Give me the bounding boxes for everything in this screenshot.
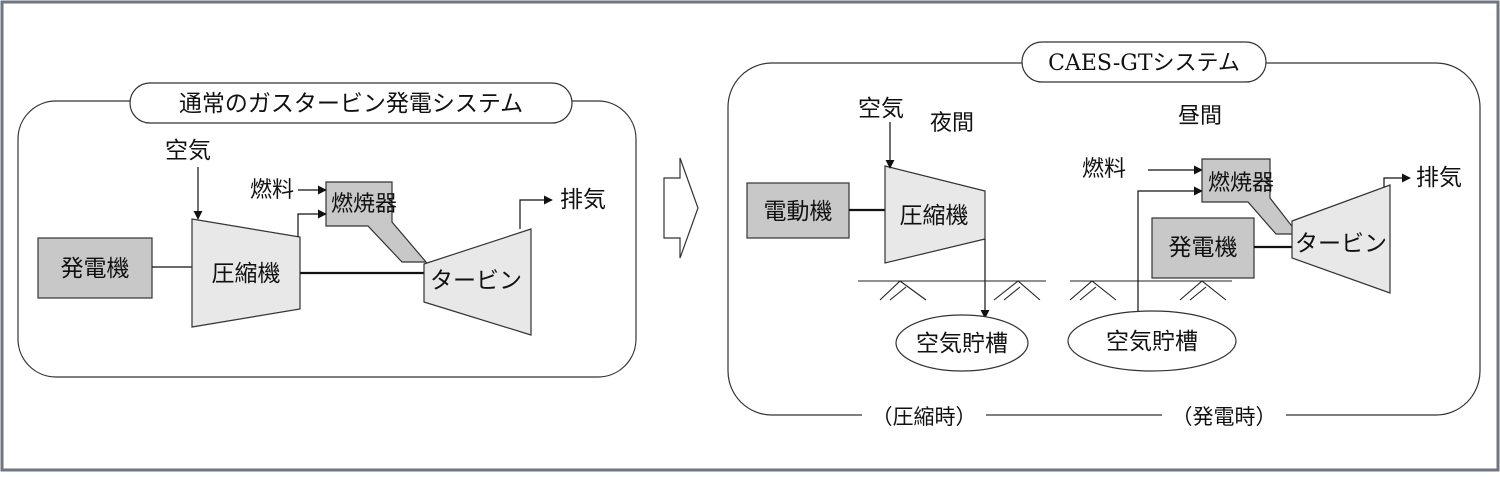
air-label: 空気 <box>165 138 211 164</box>
caes-generator-box <box>1151 217 1255 279</box>
combustor-shape <box>325 181 428 263</box>
mode-compress-bg <box>862 400 986 430</box>
turbine-label: タービン <box>430 268 522 294</box>
ground-hatch-2b <box>1003 286 1021 301</box>
caes-exhaust-arrow <box>1383 173 1411 187</box>
ground-hatch-1b <box>889 286 907 301</box>
storage-right-label: 空気貯槽 <box>1106 329 1198 355</box>
conventional-title-box <box>129 82 573 124</box>
mode-generate-label: （発電時） <box>1172 405 1277 429</box>
caes-combustor-label: 燃焼器 <box>1208 171 1274 196</box>
storage-left-tank <box>895 314 1029 372</box>
conventional-title: 通常のガスタービン発電システム <box>179 91 523 117</box>
fuel-label: 燃料 <box>250 178 294 203</box>
ground-hatch-3 <box>1069 280 1117 301</box>
caes-title: CAES-GTシステム <box>1048 51 1240 76</box>
caes-fuel-label: 燃料 <box>1082 157 1126 182</box>
caes-air-label: 空気 <box>858 96 904 122</box>
motor-box <box>746 182 850 239</box>
day-label: 昼間 <box>1178 104 1222 129</box>
mode-compress-label: （圧縮時） <box>872 405 977 429</box>
caes-turbine-shape <box>1291 184 1391 294</box>
conventional-system: 通常のガスタービン発電システム 発電機 圧縮機 タービン 燃焼器 空気 燃料 排… <box>17 82 637 378</box>
caes-system: CAES-GTシステム （圧縮時） （発電時） 夜間 昼間 電動機 圧縮機 空気… <box>727 41 1481 430</box>
caes-combustor-shape <box>1201 158 1300 235</box>
caes-exhaust-label: 排気 <box>1416 165 1462 191</box>
caes-turbine-label: タービン <box>1295 231 1387 257</box>
caes-generator-label: 発電機 <box>1169 235 1238 261</box>
exhaust-label: 排気 <box>560 187 606 213</box>
caes-title-box <box>1021 41 1267 83</box>
motor-label: 電動機 <box>764 199 833 225</box>
storage-right-tank <box>1067 310 1237 372</box>
turbine-shape <box>423 228 532 336</box>
ground-hatch-4b <box>1189 286 1207 301</box>
transition-arrow-icon <box>663 157 699 259</box>
storage-to-combustor-arrow <box>1137 186 1203 311</box>
night-label: 夜間 <box>930 111 974 136</box>
compressor-to-combustor-arrow <box>297 209 327 237</box>
generator-box <box>37 237 153 299</box>
compressor-shape <box>191 218 301 328</box>
ground-hatch-2 <box>993 280 1041 301</box>
mode-generate-bg <box>1162 400 1286 430</box>
generator-label: 発電機 <box>61 256 130 282</box>
caes-compressor-label: 圧縮機 <box>900 203 969 229</box>
ground-hatch-4 <box>1179 280 1227 301</box>
ground-hatch-1 <box>879 280 927 301</box>
combustor-label: 燃焼器 <box>331 192 397 217</box>
compressor-label: 圧縮機 <box>212 261 281 287</box>
exhaust-arrow <box>519 195 553 229</box>
storage-left-label: 空気貯槽 <box>916 331 1008 357</box>
ground-hatch-3b <box>1079 286 1097 301</box>
